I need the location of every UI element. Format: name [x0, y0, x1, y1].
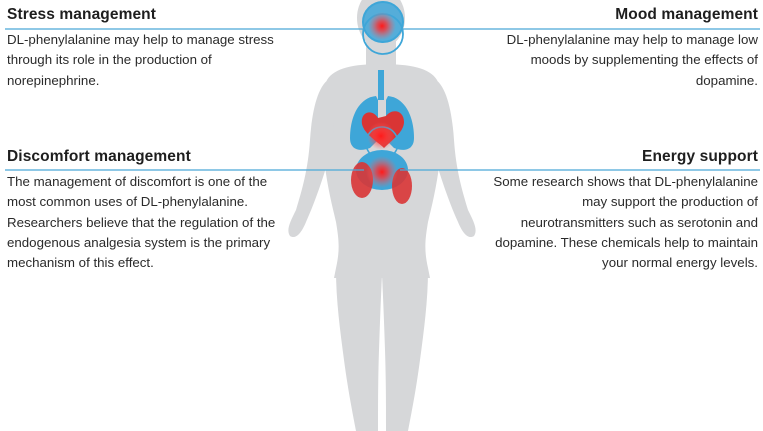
glow-chest [367, 122, 395, 150]
discomfort-management-text: The management of discomfort is one of t… [7, 174, 276, 271]
trachea [378, 70, 384, 100]
discomfort-management-title: Discomfort management [7, 148, 191, 165]
organs [350, 1, 414, 204]
mood-management-title: Mood management [615, 6, 758, 23]
energy-support-text: Some research shows that DL-phenylalanin… [493, 174, 758, 271]
mood-management-text: DL-phenylalanine may help to manage low … [506, 32, 758, 88]
stress-management-text: DL-phenylalanine may help to manage stre… [7, 32, 274, 88]
stress-management-title: Stress management [7, 6, 157, 23]
body-silhouette [288, 0, 476, 431]
energy-support-title: Energy support [642, 148, 758, 165]
discomfort-management-section: Discomfort management The management of … [7, 148, 277, 273]
stress-management-section: Stress management DL-phenylalanine may h… [7, 6, 277, 91]
glow-head [368, 12, 396, 40]
connector-lines [5, 28, 760, 171]
mood-management-section: Mood management DL-phenylalanine may hel… [488, 6, 758, 91]
glow-abdomen [366, 156, 398, 188]
energy-support-section: Energy support Some research shows that … [488, 148, 758, 273]
brain-ring [362, 1, 404, 43]
